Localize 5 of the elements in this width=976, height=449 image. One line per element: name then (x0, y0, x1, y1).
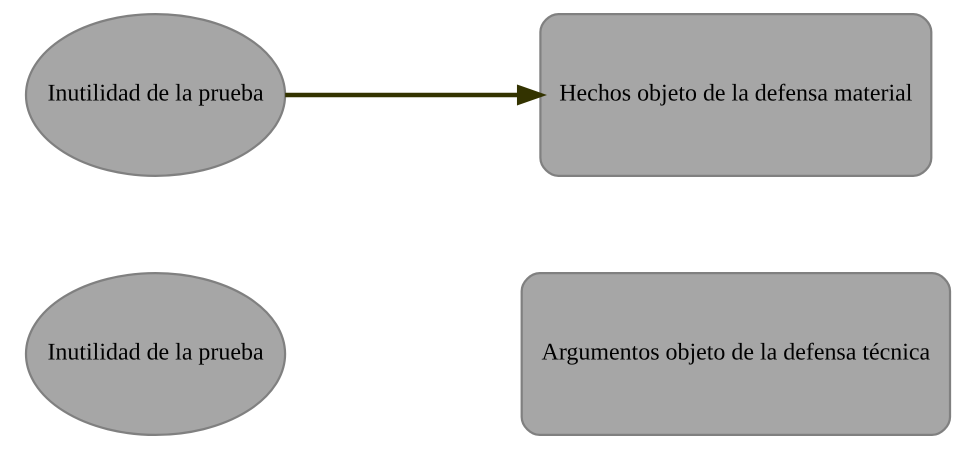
node-ellipse: Inutilidad de la prueba (24, 12, 286, 177)
node-box: Hechos objeto de la defensa material (539, 12, 932, 177)
node-box: Argumentos objeto de la defensa técnica (520, 272, 952, 436)
node-ellipse: Inutilidad de la prueba (24, 272, 286, 436)
arrow (285, 84, 547, 106)
